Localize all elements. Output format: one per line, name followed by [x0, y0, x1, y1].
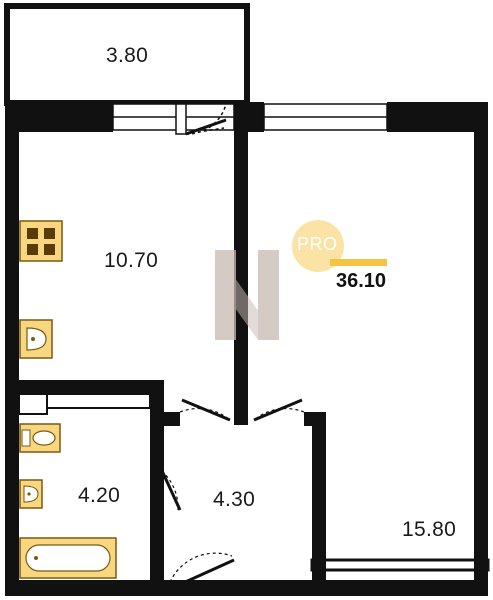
wall-bottom: [5, 580, 488, 596]
toilet-icon: [19, 423, 61, 453]
exterior-walls: [5, 102, 490, 596]
wall-top-left: [5, 102, 113, 132]
wall-bathroom-right: [150, 380, 164, 595]
entry-door-panel: [171, 558, 235, 590]
entry-door-swing: [169, 552, 233, 583]
interior-doors: [151, 398, 305, 590]
bathtub-icon: [19, 537, 117, 579]
kitchen-sink-icon: [19, 319, 53, 359]
balcony-door-panel: [185, 118, 227, 136]
bathroom-area: 4.20: [78, 484, 121, 507]
stove-icon: [19, 220, 63, 262]
balcony: [4, 3, 250, 106]
balcony-outline: [4, 3, 250, 106]
pro-badge-bar: [330, 259, 387, 266]
wall-bathroom-top: [5, 380, 163, 394]
kitchen-area: 10.70: [104, 249, 159, 272]
bathroom-sink-icon: [19, 479, 43, 509]
wall-left: [5, 102, 19, 596]
bath-door-panel: [156, 461, 182, 511]
niche-ledge: [46, 393, 151, 409]
kitchen-door-panel: [181, 398, 231, 422]
living-door-panel: [253, 398, 303, 422]
balcony-door-leaf: [175, 103, 187, 135]
total-area: 36.10: [336, 270, 387, 292]
balcony-door: [175, 103, 227, 136]
niche-box: [18, 393, 48, 415]
watermark-logo: [215, 250, 279, 340]
hallway-area: 4.30: [213, 488, 256, 511]
windows: [112, 103, 388, 131]
wall-top-right: [387, 102, 488, 132]
wall-hall-top-left: [150, 412, 180, 426]
wall-partition-vertical: [234, 120, 248, 425]
living-room-area: 15.80: [402, 518, 457, 541]
wall-hall-right: [312, 412, 326, 595]
fixtures: [19, 220, 117, 579]
wall-living-ledge: [310, 558, 490, 572]
bathroom-niche: [18, 393, 151, 415]
wall-right: [474, 102, 488, 596]
balcony-area: 3.80: [106, 44, 149, 67]
pro-badge-text: PRO: [297, 234, 338, 254]
